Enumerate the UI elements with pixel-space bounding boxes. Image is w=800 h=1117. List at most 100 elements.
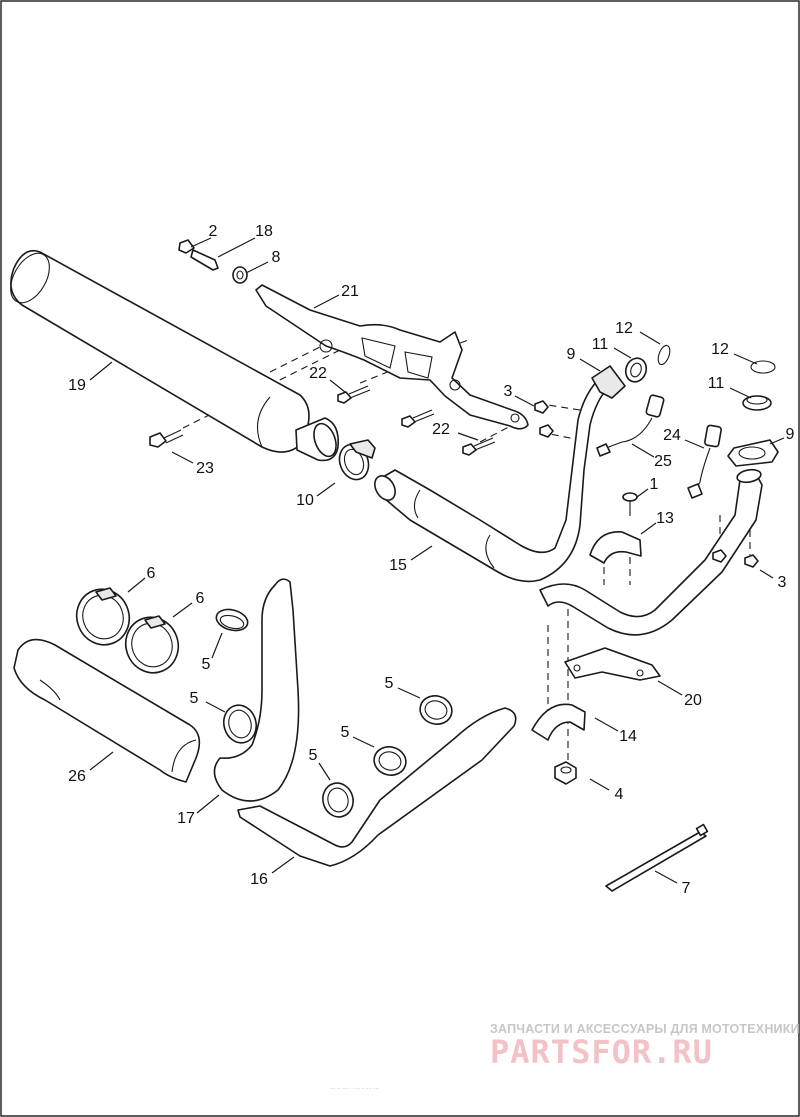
callout-c7: 7	[682, 880, 691, 897]
leader-line-c5b	[205, 701, 226, 713]
leader-line-c14	[594, 717, 619, 732]
watermark-subtitle: ЗАПЧАСТИ И АКСЕССУАРЫ ДЛЯ МОТОТЕХНИКИ	[490, 1022, 800, 1036]
bolt-22-middle	[401, 409, 435, 428]
leader-line-c16	[271, 856, 295, 874]
leader-line-c15	[410, 545, 433, 561]
callout-c5a: 5	[202, 656, 211, 673]
callout-c17: 17	[177, 810, 195, 827]
leader-line-c22b	[457, 432, 479, 441]
callout-c5c: 5	[385, 675, 394, 692]
retaining-ring-12-front	[657, 344, 671, 366]
strap-14	[531, 703, 586, 741]
leader-line-c10	[316, 482, 336, 497]
callout-c2: 2	[209, 223, 218, 240]
leader-line-c11b	[729, 387, 752, 399]
callout-c1: 1	[650, 476, 659, 493]
clamp-5-e	[322, 782, 354, 818]
muffler-bracket	[255, 284, 529, 430]
leader-line-c12b	[733, 353, 758, 365]
bolt-2	[178, 239, 195, 254]
heat-shield-17	[213, 578, 300, 802]
callout-c6a: 6	[147, 565, 156, 582]
callout-c8: 8	[272, 249, 281, 266]
callout-c9b: 9	[786, 426, 795, 443]
callout-c12a: 12	[615, 320, 633, 337]
callout-c26: 26	[68, 768, 86, 785]
screw-1	[622, 492, 638, 516]
leader-line-c1	[636, 488, 649, 498]
leader-line-c4	[589, 778, 610, 791]
bolt-22-lower	[462, 437, 496, 456]
leader-line-c20	[657, 680, 683, 696]
callout-c19: 19	[68, 377, 86, 394]
callout-c3a: 3	[504, 383, 513, 400]
leader-line-c11a	[613, 347, 632, 359]
heat-shield-16	[237, 707, 517, 867]
callout-c4: 4	[615, 786, 624, 803]
callout-c14: 14	[619, 728, 637, 745]
callout-c5d: 5	[341, 724, 350, 741]
leader-line-c9b	[769, 437, 785, 445]
grommet-8	[232, 266, 248, 284]
callout-c12b: 12	[711, 341, 729, 358]
leader-line-c2	[190, 237, 212, 248]
leader-line-c5e	[318, 762, 331, 781]
bolt-22-upper	[337, 385, 371, 404]
callout-c6b: 6	[196, 590, 205, 607]
callout-c10: 10	[296, 492, 314, 509]
retaining-ring-12-rear	[750, 360, 776, 374]
footer-text: ··· ·· ···· · ··· ·· ··· ···	[330, 1086, 379, 1092]
clamp-10	[338, 439, 376, 481]
leader-line-c9a	[579, 358, 601, 372]
gasket-11-front	[624, 357, 648, 383]
callout-c23: 23	[196, 460, 214, 477]
callout-c15: 15	[389, 557, 407, 574]
nut-3-right-a	[712, 549, 727, 563]
clamp-6-left	[75, 587, 131, 646]
leader-line-c26	[89, 751, 114, 771]
leader-line-c25	[631, 443, 655, 458]
leader-line-c18	[217, 237, 256, 258]
leader-line-c19	[89, 361, 113, 381]
callout-c21: 21	[341, 283, 359, 300]
strap-13	[589, 531, 642, 564]
watermark-logo: PARTSFOR.RU	[490, 1033, 713, 1071]
leader-line-c17	[196, 794, 220, 814]
callout-c22b: 22	[432, 421, 450, 438]
pin-18	[190, 249, 219, 271]
nut-4	[554, 761, 577, 785]
callout-c13: 13	[656, 510, 674, 527]
leader-line-c6a	[127, 577, 146, 593]
callout-c11a: 11	[592, 336, 609, 353]
heat-shield-26	[13, 638, 201, 783]
front-exhaust-pipe	[374, 365, 626, 583]
clamp-6-right	[124, 615, 180, 674]
leader-line-c8	[245, 261, 269, 274]
leader-line-c7	[654, 870, 678, 884]
leader-line-c5c	[397, 687, 421, 699]
callout-c20: 20	[684, 692, 702, 709]
flange-9-rear	[727, 439, 779, 467]
leader-line-c23	[171, 451, 194, 464]
cable-tie-7	[605, 823, 709, 892]
callout-c11b: 11	[708, 375, 725, 392]
callout-c16: 16	[250, 871, 268, 888]
bracket-20	[564, 647, 661, 681]
callout-c3b: 3	[778, 574, 787, 591]
leader-line-c24	[684, 439, 705, 449]
gasket-11-rear	[742, 395, 772, 411]
callout-c18: 18	[255, 223, 273, 240]
nut-3-right-b	[744, 554, 759, 568]
oxygen-sensor-24	[687, 424, 722, 499]
callout-c5e: 5	[309, 747, 318, 764]
clamp-5-b	[222, 704, 258, 744]
nut-3-upper	[534, 400, 549, 414]
leader-line-c21	[313, 294, 340, 309]
nut-3-lower	[539, 424, 554, 438]
leader-line-c3b	[759, 569, 774, 579]
callout-c24: 24	[663, 427, 681, 444]
clamp-5-d	[373, 746, 407, 776]
